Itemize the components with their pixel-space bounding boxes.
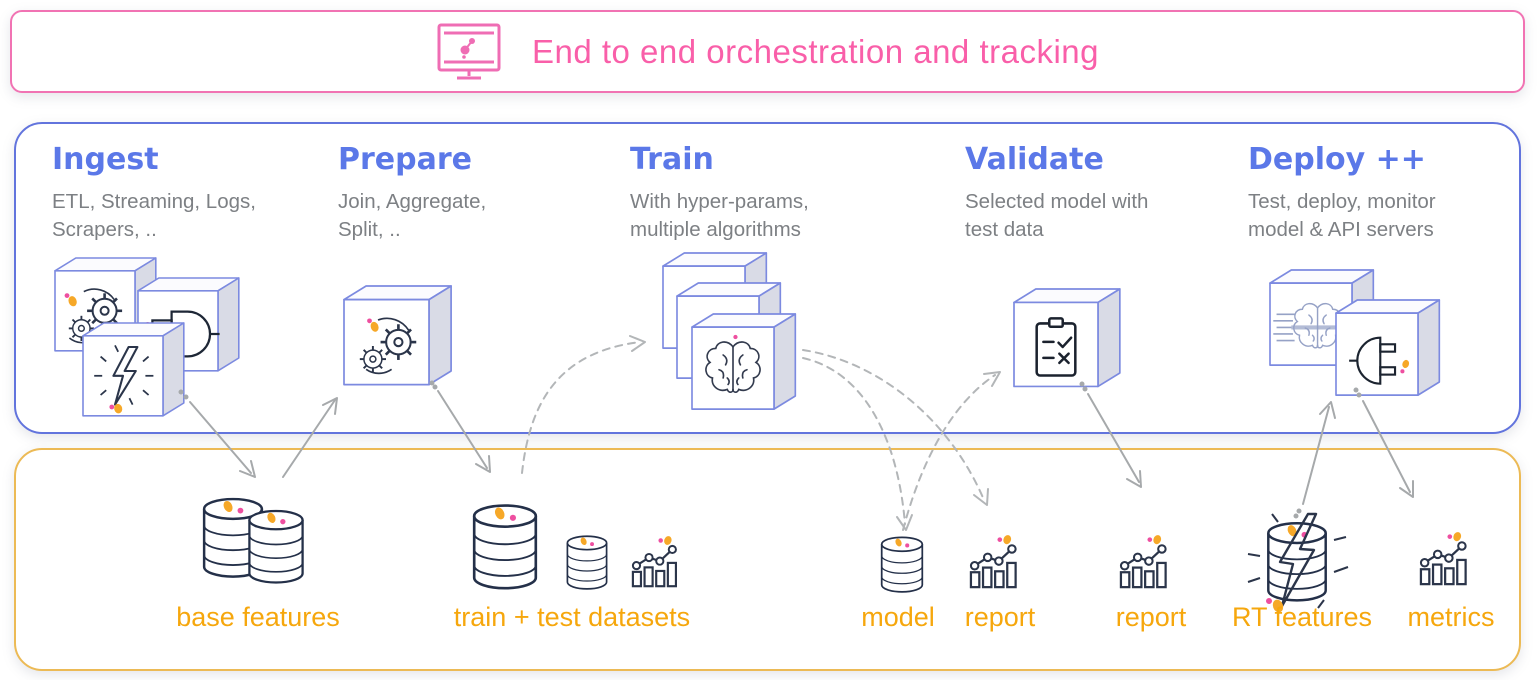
pipeline-panel — [14, 122, 1521, 434]
rt-features-icon — [1247, 512, 1349, 613]
database-icon — [472, 504, 538, 590]
stage-subtitle: Join, Aggregate, Split, .. — [338, 190, 487, 241]
checklist-cube-icon — [1013, 288, 1121, 388]
report-icon — [969, 535, 1017, 589]
artifact-label-report-1: report — [964, 602, 1036, 632]
stage-deploy: Deploy ++ Test, deploy, monitor model & … — [1248, 142, 1460, 244]
database-icon — [566, 535, 608, 590]
artifact-label-metrics: metrics — [1407, 602, 1495, 632]
stage-subtitle: ETL, Streaming, Logs, Scrapers, .. — [52, 190, 256, 241]
validate-icons — [1013, 288, 1121, 388]
chart-icon — [1119, 535, 1167, 589]
stage-title: Validate — [965, 142, 1104, 177]
brain-cube-icon — [691, 313, 797, 410]
database-icon — [880, 536, 924, 593]
stage-ingest: Ingest ETL, Streaming, Logs, Scrapers, .… — [52, 142, 280, 244]
orchestration-banner: End to end orchestration and tracking — [10, 10, 1525, 93]
gears-cube-icon — [343, 285, 452, 386]
lightning-cube-icon — [82, 322, 185, 417]
stage-subtitle: Selected model with test data — [965, 190, 1149, 241]
train-test-datasets-icon — [472, 504, 678, 590]
chart-icon — [969, 535, 1017, 589]
base-features-icon — [202, 497, 304, 584]
ingest-icons — [54, 257, 240, 417]
artifact-label-base-features: base features — [176, 602, 340, 632]
stage-train: Train With hyper-params, multiple algori… — [630, 142, 845, 244]
stage-subtitle: With hyper-params, multiple algorithms — [630, 190, 809, 241]
workflow-monitor-icon — [437, 23, 501, 79]
stage-title: Ingest — [52, 142, 159, 177]
database-icon — [248, 509, 304, 584]
stage-title: Deploy ++ — [1248, 142, 1426, 177]
artifact-label-rt-features: RT features — [1231, 602, 1373, 632]
stage-validate: Validate Selected model with test data — [965, 142, 1170, 244]
stage-title: Prepare — [338, 142, 472, 177]
report-icon — [1119, 535, 1167, 589]
chart-icon — [631, 536, 678, 588]
plug-cube-icon — [1335, 299, 1441, 396]
stage-subtitle: Test, deploy, monitor model & API server… — [1248, 190, 1436, 241]
gears-cube-icon — [54, 257, 157, 352]
banner-title: End to end orchestration and tracking — [531, 32, 1099, 70]
artifact-label-report-2: report — [1115, 602, 1187, 632]
deploy-icons — [1269, 269, 1441, 396]
artifact-label-model: model — [861, 602, 935, 632]
model-icon — [880, 536, 924, 593]
artifact-label-train-test: train + test datasets — [453, 602, 691, 632]
prepare-icons — [343, 285, 452, 386]
metrics-icon — [1419, 532, 1467, 586]
stage-prepare: Prepare Join, Aggregate, Split, .. — [338, 142, 520, 244]
train-icons — [662, 252, 797, 410]
stage-title: Train — [630, 142, 714, 177]
lightning-icon — [1278, 512, 1318, 608]
fast-brain-cube-icon — [1269, 269, 1375, 366]
chart-icon — [1419, 532, 1467, 586]
